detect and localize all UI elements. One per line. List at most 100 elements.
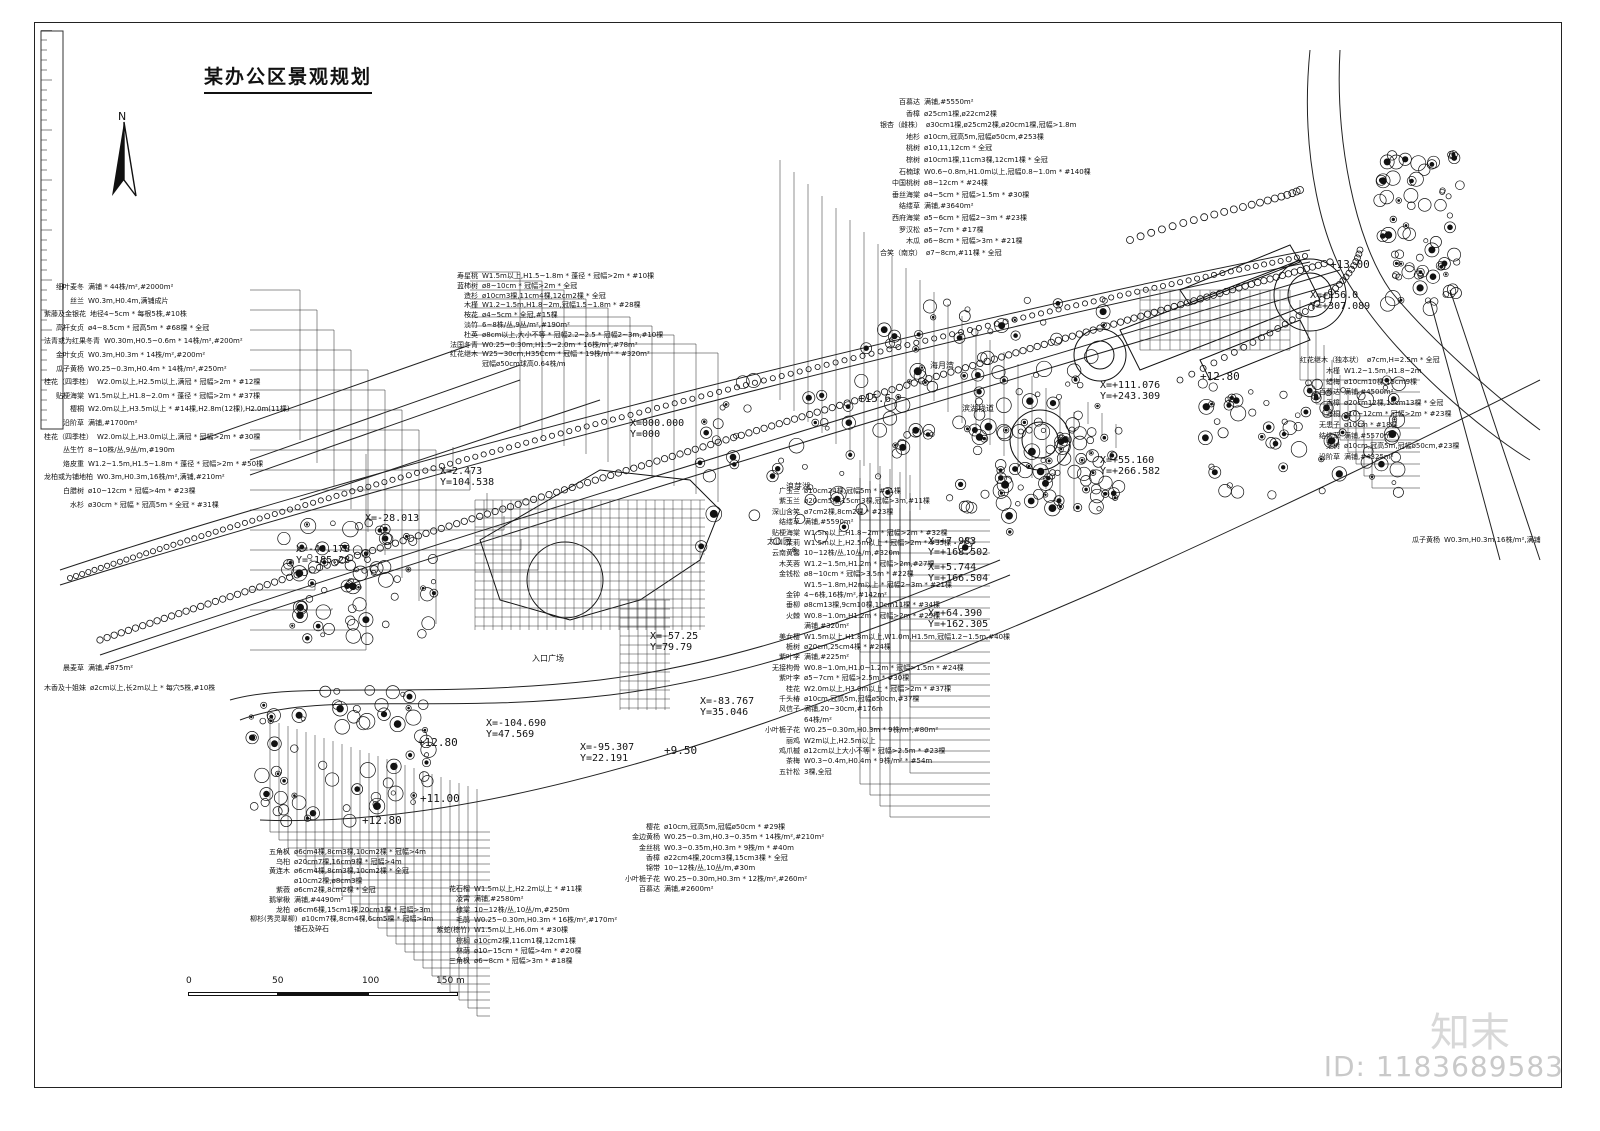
- plant-spec: W0.25~0.30m,H0.3m * 16株/m²,#170m²: [474, 915, 618, 924]
- plant-spec: W1.2~1.5m,H1.8~2m,冠幅1.5~1.8m * #28棵: [482, 301, 641, 310]
- plant-label: 桂花（四季桂） W2.0m以上,H2.5m以上,满冠 * 冠幅>2m * #12棵: [44, 378, 260, 386]
- plant-name: 西府海棠: [892, 214, 920, 222]
- plant-name: 龙柏: [276, 905, 290, 914]
- coordinate-marker: X=-28.013: [365, 513, 420, 524]
- plant-spec: ø10cm * #18棵: [1344, 420, 1398, 429]
- plant-spec: ø10~12cm * 冠幅>4m * #23棵: [88, 487, 196, 495]
- plant-label: 铺石及碎石: [250, 925, 329, 933]
- plant-spec: ø6cm4棵,8cm3棵,10cm2棵 * 全冠: [294, 867, 409, 876]
- plant-spec: W1.5~1.8m,H2m以上 * 冠幅2~3m * #21棵: [804, 580, 952, 589]
- plant-name: 凌霄: [456, 895, 470, 904]
- plant-name: 香樟: [906, 109, 920, 118]
- plant-name: 樱桐: [70, 405, 84, 414]
- plant-name: 紫薇: [276, 886, 290, 895]
- plant-name: 瓜子黄杨: [56, 364, 84, 373]
- plant-name: 紫叶李: [779, 653, 800, 662]
- plant-name: 丛生竹: [63, 446, 84, 455]
- plant-name: 林荫: [456, 946, 470, 955]
- plant-label: 桂花（四季桂）W2.0m以上,H3.0m以上,满冠 * 冠幅>2m * #30棵: [44, 433, 260, 441]
- plant-name: 金叶女贞: [56, 351, 84, 359]
- elevation-marker: +12.80: [1200, 370, 1240, 383]
- area-label: 浪芽湖: [786, 482, 810, 491]
- plant-name: 棣棠: [456, 905, 470, 914]
- drawing-title: 某办公区景观规划: [204, 62, 373, 94]
- plant-spec: W1.5m以上,H6.0m * #30棵: [474, 926, 569, 935]
- coordinate-marker: X=000.000 Y=000: [630, 418, 685, 440]
- plant-name: 水杉: [70, 500, 84, 509]
- plant-spec: W0.3m,H0.3m,16株/m²,满铺: [1444, 536, 1541, 544]
- elevation-marker: +13.00: [1330, 258, 1370, 271]
- plant-label: 乌桕 ø20cm7棵,16cm9棵 * 冠幅>4m: [250, 858, 402, 866]
- scale-tick-0: 0: [186, 976, 192, 986]
- plant-label: ø10cm2棵,ø8cm3棵: [250, 877, 362, 885]
- elevation-marker: +12.80: [418, 736, 458, 749]
- plant-spec: W0.8~1.0m,H1.2m * 冠幅>2m * #25棵: [804, 611, 941, 620]
- plant-name: 淡竹: [464, 321, 478, 329]
- plant-spec: ø10cm7棵,8cm4棵,6cm5棵 * 冠幅>4m: [301, 915, 434, 924]
- coordinate-marker: X=+55.160 Y=+266.582: [1100, 455, 1161, 477]
- plant-name: 毛鹃: [456, 915, 470, 924]
- scale-tick-50: 50: [272, 976, 284, 986]
- plant-name: 紫叶李: [779, 674, 800, 683]
- plant-spec: W1.5m以上,H1.5~1.8m * 蓬径 * 冠幅>2m * #10棵: [482, 272, 655, 280]
- plant-name: 香樟: [1326, 399, 1340, 408]
- plant-name: 红花继木: [450, 350, 478, 359]
- plant-spec: 满铺,#4490m²: [294, 896, 344, 904]
- plant-name: 垂丝海棠: [892, 190, 920, 199]
- plant-spec: ø20cm7棵,16cm9棵 * 冠幅>4m: [294, 857, 402, 866]
- plant-spec: ø10cm24棵,冠幅5m * #31棵: [804, 487, 901, 495]
- plant-spec: W2.0m以上,H2.5m以上,满冠 * 冠幅>2m * #12棵: [97, 378, 261, 387]
- plant-spec: ø8cm13棵,9cm10棵,10cm11棵 * #34棵: [804, 601, 940, 610]
- plant-spec: ø30cm1棵,ø25cm2棵,ø20cm1棵,冠幅>1.8m: [926, 121, 1077, 130]
- plant-spec: 满铺,#3640m²: [924, 202, 974, 211]
- plant-spec: 10~12株/丛,10丛/m,#30m: [664, 864, 756, 873]
- plant-spec: W1.2~1.5m,H1.8~2m: [1344, 366, 1422, 375]
- plant-name: 蓝柿树: [457, 281, 478, 290]
- plant-spec: 冠幅ø50cm球高0.64株/m: [482, 360, 566, 369]
- coordinate-marker: X=+7.983 Y=+168.502: [928, 536, 989, 558]
- coordinate-marker: X=-83.767 Y=35.046: [700, 696, 755, 718]
- plant-name: 千头椿: [779, 695, 800, 703]
- plant-spec: ø12cm以上大小不等 * 冠幅>2.5m * #23棵: [804, 747, 946, 755]
- elevation-marker: +11.00: [420, 792, 460, 805]
- plant-name: 乌桕: [276, 857, 290, 866]
- plant-label: 毛鹃 W0.25~0.30m,H0.3m * 16株/m²,#170m²: [430, 916, 617, 924]
- plant-name: 桂花（四季桂）: [44, 378, 93, 387]
- plant-name: 贴梗海棠: [772, 528, 800, 537]
- plant-name: 罗汉松: [899, 225, 920, 234]
- plant-spec: ø10cm2棵,11cm1棵,12cm1棵: [474, 936, 576, 945]
- plant-spec: ø6~8cm * 冠幅>3m * #21棵: [924, 237, 1023, 246]
- plant-spec: 满铺,#2600m²: [664, 884, 714, 893]
- scale-bar: 0 50 100 150 m: [186, 976, 466, 1016]
- plant-name: 风信子: [779, 705, 800, 714]
- plant-label: 满铺,#320m²: [760, 622, 849, 630]
- plant-spec: 满铺,20~30cm,#176m: [804, 705, 883, 714]
- plant-spec: 3棵,全冠: [804, 767, 832, 776]
- plant-name: 桉花: [464, 311, 478, 320]
- plant-spec: ø10~12cm * 冠幅>2m * #23棵: [1344, 410, 1452, 418]
- plant-name: 黄连木: [269, 867, 290, 876]
- plant-label: 紫蛇(棕竹)W1.5m以上,H6.0m * #30棵: [430, 926, 569, 935]
- plant-label: 冠幅ø50cm球高0.64株/m: [438, 360, 566, 368]
